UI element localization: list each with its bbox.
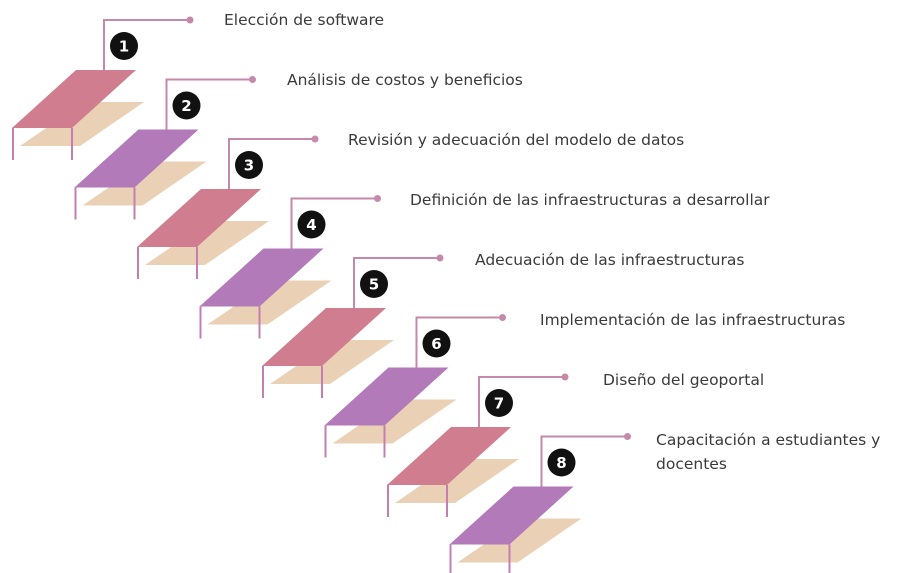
step-4-connector — [290, 197, 378, 249]
step-4-label: Definición de las infraestructuras a des… — [410, 191, 770, 209]
step-1-shadow — [20, 102, 144, 146]
step-7-plate — [387, 427, 511, 485]
step-8-label: Capacitación a estudiantes y docentes — [656, 431, 881, 473]
step-3: 3 — [137, 135, 319, 279]
step-3-shadow — [145, 221, 269, 265]
step-2-label: Análisis de costos y beneficios — [287, 71, 523, 89]
step-5: 5 — [262, 254, 444, 398]
step-2-connector — [165, 78, 253, 130]
step-5-connector-dot — [436, 254, 444, 262]
step-2: 2 — [74, 76, 256, 220]
step-5-badge-number: 5 — [369, 276, 379, 294]
step-7-connector — [478, 376, 565, 427]
step-1: 1 — [12, 16, 194, 160]
step-8-badge-number: 8 — [556, 454, 566, 472]
step-8-badge — [547, 448, 576, 477]
step-3-connector — [228, 138, 315, 189]
step-2-badge-number: 2 — [181, 97, 191, 115]
step-5-plate — [262, 308, 386, 366]
step-3-plate — [137, 189, 261, 247]
step-2-badge — [172, 91, 201, 120]
step-4: 4 — [199, 195, 381, 339]
step-5-shadow — [270, 340, 394, 384]
step-8-shadow — [457, 518, 582, 563]
step-5-label: Adecuación de las infraestructuras — [475, 251, 745, 269]
step-6-connector-dot — [499, 314, 506, 321]
step-7-badge-number: 7 — [494, 395, 504, 413]
step-1-label: Elección de software — [224, 11, 385, 29]
step-1-badge — [110, 32, 138, 60]
step-4-badge — [297, 210, 326, 239]
step-8-plate — [449, 486, 574, 545]
step-3-badge-number: 3 — [244, 157, 254, 175]
step-8-connector-dot — [624, 433, 631, 440]
step-1-badge-number: 1 — [119, 38, 129, 56]
step-2-shadow — [82, 161, 207, 206]
step-5-connector — [353, 257, 440, 308]
step-7-connector-dot — [561, 373, 569, 381]
step-7-label: Diseño del geoportal — [603, 371, 765, 389]
step-6-plate — [324, 367, 449, 426]
step-1-connector — [103, 19, 190, 70]
step-2-connector-dot — [249, 76, 256, 83]
step-4-shadow — [207, 280, 332, 325]
step-6-connector — [415, 316, 503, 368]
step-3-label: Revisión y adecuación del modelo de dato… — [348, 131, 685, 149]
step-7: 7 — [387, 373, 569, 517]
step-8-connector — [540, 435, 628, 487]
step-3-badge — [235, 151, 263, 179]
step-4-badge-number: 4 — [306, 216, 316, 234]
step-1-plate — [12, 70, 136, 128]
step-7-shadow — [395, 459, 519, 503]
step-6-badge-number: 6 — [431, 335, 441, 353]
step-8: 8 — [449, 433, 631, 573]
step-2-plate — [74, 129, 199, 188]
step-7-badge — [485, 389, 513, 417]
step-4-connector-dot — [374, 195, 381, 202]
step-6-badge — [422, 329, 451, 358]
step-6-label: Implementación de las infraestructuras — [540, 311, 846, 329]
step-5-badge — [360, 270, 388, 298]
step-6-shadow — [332, 399, 457, 444]
step-1-connector-dot — [186, 16, 194, 24]
step-6: 6 — [324, 314, 506, 458]
step-3-connector-dot — [311, 135, 319, 143]
step-4-plate — [199, 248, 324, 307]
